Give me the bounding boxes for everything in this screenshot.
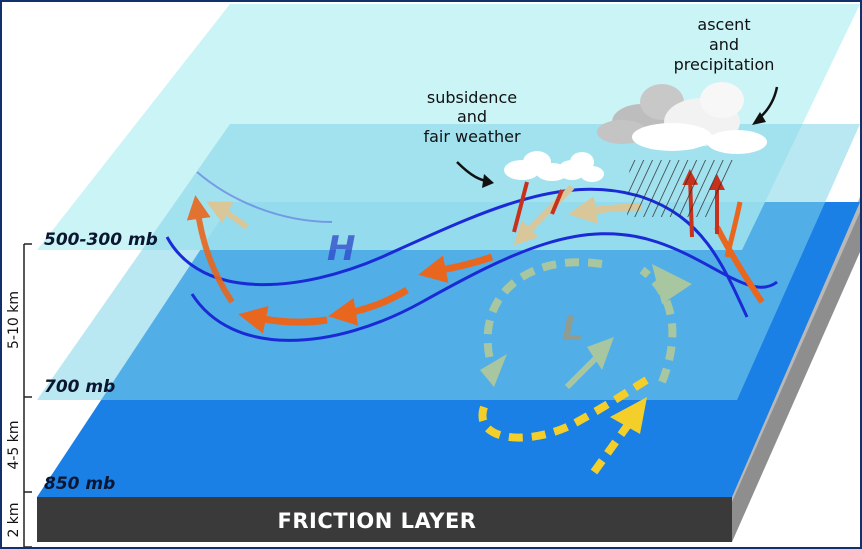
mid-circulation-west xyxy=(483,258,603,369)
flow-arrow-mid xyxy=(418,253,494,283)
subsidence-label-line1: subsidence xyxy=(427,88,517,107)
high-pressure-label: H xyxy=(327,229,355,269)
fair-weather-clouds xyxy=(504,151,604,182)
jet-stream-line-faint xyxy=(196,171,333,223)
layer-label-850mb: 850 mb xyxy=(44,474,115,494)
subsidence-label-line3: fair weather xyxy=(423,127,521,146)
flow-arrow-south-2 xyxy=(328,286,409,326)
height-label-4-5km: 4-5 km xyxy=(6,420,22,469)
low-level-inflow-arc xyxy=(478,373,654,442)
ascent-label-line2: and xyxy=(709,35,739,54)
jet-stream-line-lower xyxy=(190,232,778,342)
storm-cloud xyxy=(597,82,767,154)
mid-circulation-arrowhead-3 xyxy=(587,337,614,370)
layer-label-700mb: 700 mb xyxy=(44,377,115,397)
subsidence-pointer-head xyxy=(482,174,494,188)
low-level-inflow-straight xyxy=(590,419,634,475)
ascent-label-line3: precipitation xyxy=(674,55,775,74)
ascent-pointer-head xyxy=(752,112,766,125)
mid-circulation-arrowhead-2 xyxy=(652,264,692,304)
flow-arrow-pale-diag xyxy=(513,184,575,246)
height-scale xyxy=(23,243,32,547)
jet-stream-line-upper xyxy=(165,187,749,318)
rising-air-arrow-3 xyxy=(724,201,743,258)
flow-arrow-west xyxy=(186,195,235,304)
low-pressure-label: L xyxy=(562,309,584,349)
mid-circulation-arrowhead-1 xyxy=(480,354,507,387)
precipitation-rain xyxy=(627,160,737,217)
subsidence-label-line2: and xyxy=(457,107,487,126)
layer-label-500-300mb: 500-300 mb xyxy=(44,230,158,250)
friction-layer-side xyxy=(732,207,860,542)
ascent-label-line1: ascent xyxy=(697,15,750,34)
sinking-air-1 xyxy=(512,181,529,233)
friction-layer-front xyxy=(37,497,732,542)
friction-layer-label: FRICTION LAYER xyxy=(278,509,477,533)
height-label-2km: 2 km xyxy=(6,502,22,537)
flow-arrow-pale-west xyxy=(206,201,249,230)
sinking-air-2 xyxy=(550,189,564,215)
flow-arrow-east xyxy=(714,225,765,304)
height-label-5-10km: 5-10 km xyxy=(6,291,22,349)
low-level-inflow-arrowhead xyxy=(610,397,647,434)
flow-arrow-south xyxy=(238,306,328,334)
